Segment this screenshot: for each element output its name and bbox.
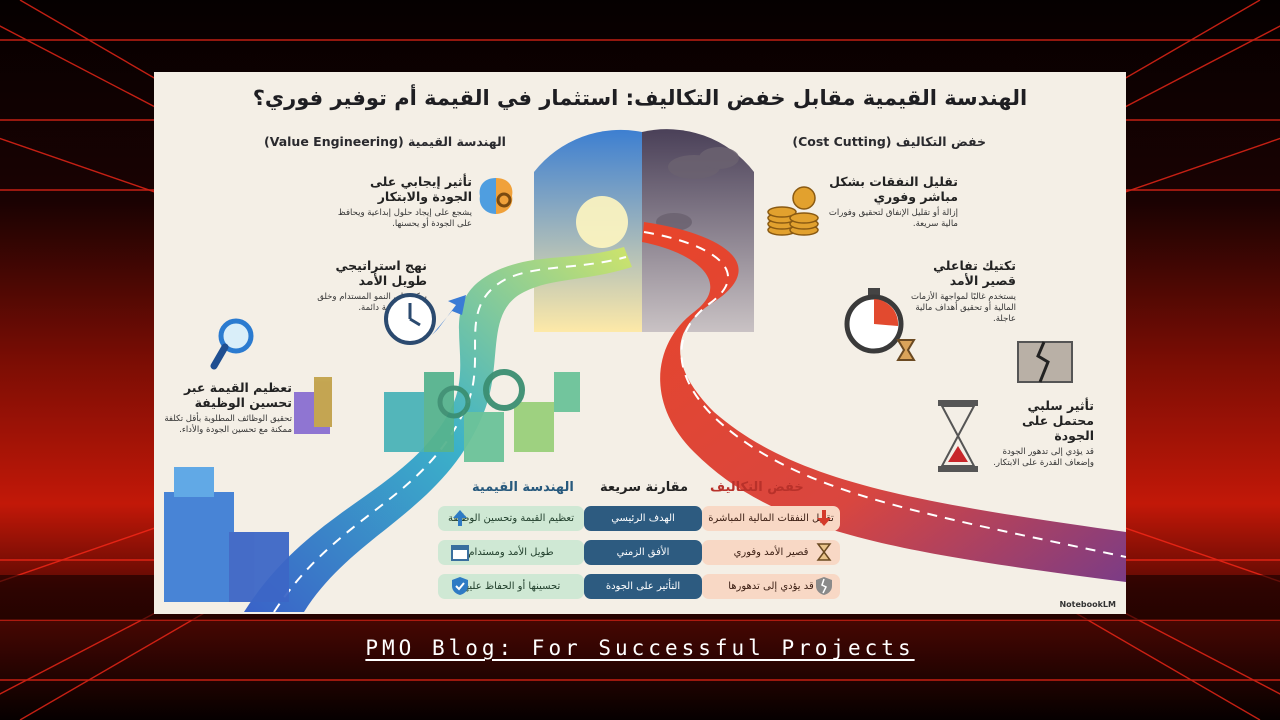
infographic-card: الهندسة القيمية مقابل خفض التكاليف: استث… [154, 72, 1126, 614]
calendar-icon [451, 545, 469, 561]
comparison-cell-cost: قصير الأمد وفوري [702, 540, 840, 565]
left-heading: الهندسة القيمية (Value Engineering) [264, 134, 506, 149]
cracked-wall-icon [1017, 341, 1073, 383]
broken-shield-icon [816, 577, 832, 595]
comparison-criterion: الهدف الرئيسي [584, 506, 702, 531]
hourglass-icon [816, 543, 832, 561]
comparison-criterion: الأفق الزمني [584, 540, 702, 565]
coins-icon [767, 186, 819, 236]
footer-caption: PMO Blog: For Successful Projects [365, 636, 915, 660]
right-heading: خفض التكاليف (Cost Cutting) [792, 134, 986, 149]
right-feature: تقليل النفقات بشكل مباشر وفوري إزالة أو … [828, 174, 958, 229]
left-feature: تأثير إيجابي على الجودة والابتكار يشجع ع… [337, 174, 472, 229]
brand-label: NotebookLM [1059, 600, 1116, 609]
left-feature: تعظيم القيمة عبر تحسين الوظيفة تحقيق الو… [164, 380, 292, 435]
arrow-down-icon [817, 510, 831, 526]
right-feature: تكتيك تفاعلي قصير الأمد يستخدم غالبًا لم… [910, 258, 1016, 324]
brain-gear-icon [479, 178, 513, 214]
comparison-cell-cost: تقليل النفقات المالية المباشرة [702, 506, 840, 531]
clock-arrow-icon [384, 293, 466, 345]
comparison-header-right: خفض التكاليف [710, 480, 804, 495]
comparison-cell-value: تعظيم القيمة وتحسين الوظيفة [438, 506, 584, 531]
magnifier-icon [210, 318, 254, 370]
right-feature: تأثير سلبي محتمل على الجودة قد يؤدي إلى … [993, 398, 1094, 468]
infographic-scene [164, 129, 1126, 613]
hourglass-icon [938, 400, 978, 472]
infographic-title: الهندسة القيمية مقابل خفض التكاليف: استث… [252, 86, 1028, 110]
shield-check-icon [452, 577, 468, 595]
comparison-header-center: مقارنة سريعة [600, 480, 689, 495]
arrow-up-icon [453, 510, 467, 526]
comparison-header-left: الهندسة القيمية [472, 480, 574, 495]
comparison-criterion: التأثير على الجودة [584, 574, 702, 599]
stopwatch-icon [844, 288, 916, 361]
